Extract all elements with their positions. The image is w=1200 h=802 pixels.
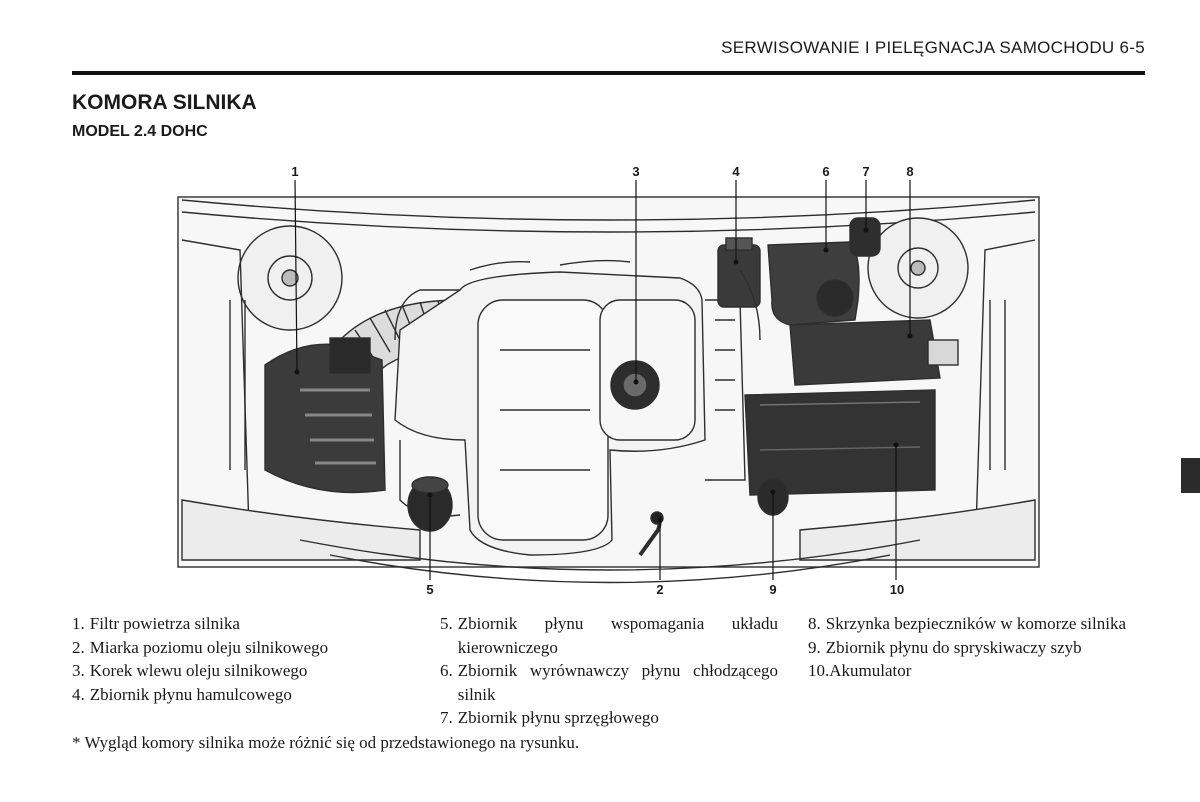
legend-item: 6.Zbiornik wyrównawczy płynu chłodzącego… [440,659,778,706]
legend-number: 2. [72,637,85,657]
legend-text: Zbiornik płynu do spryskiwaczy szyb [825,637,1082,657]
callout-3: 3 [632,164,640,179]
power-steering-reservoir [407,478,453,532]
fuse-box [789,319,941,386]
callout-8: 8 [906,164,914,179]
legend-text: Filtr powietrza silnika [89,614,240,633]
illustration-frame [177,196,1040,568]
air-filter-box [264,343,386,494]
callout-7: 7 [862,164,870,179]
coolant-reservoir [767,241,860,326]
legend-text: Korek wlewu oleju silnikowego [89,661,308,680]
footnote: * Wygląd komory silnika może różnić się … [72,733,580,752]
washer-fluid-reservoir [757,478,789,516]
legend-number: 4. [72,684,85,704]
callout-6: 6 [822,164,830,179]
legend-text: Zbiornik płynu hamulcowego [89,684,292,704]
legend-item: 8.Skrzynka bezpieczników w komorze silni… [808,612,1146,636]
legend-number: 10. [808,661,830,680]
legend-number: 3. [72,661,85,680]
left-strut-tower [237,225,343,331]
callout-2: 2 [656,582,664,597]
legend-column-2: 5.Zbiornik płynu wspomagania układu kier… [440,612,778,730]
legend-item: 4.Zbiornik płynu hamulcowego [72,683,402,707]
legend-item: 10.Akumulator [808,659,1146,683]
oil-dipstick [638,513,662,557]
legend-number: 6. [440,661,453,680]
legend-number: 8. [808,614,821,633]
legend-number: 1. [72,614,85,633]
legend-number: 5. [440,614,453,633]
legend-column-3: 8.Skrzynka bezpieczników w komorze silni… [808,612,1146,683]
legend-item: 1.Filtr powietrza silnika [72,612,402,636]
callout-10: 10 [889,582,905,597]
callout-9: 9 [769,582,777,597]
running-head: SERWISOWANIE I PIELĘGNACJA SAMOCHODU 6-5 [721,38,1145,57]
clutch-fluid-reservoir [849,217,881,257]
legend-text: Miarka poziomu oleju silnikowego [89,637,329,657]
brake-fluid-reservoir [717,244,761,308]
legend-text: Zbiornik płynu wspomagania układu kierow… [457,614,778,657]
legend-text: Zbiornik wyrównawczy płynu chłodzącego s… [457,661,778,704]
legend-number: 9. [808,637,821,657]
section-subtitle: MODEL 2.4 DOHC [72,123,208,140]
legend-item: 7.Zbiornik płynu sprzęgłowego [440,706,778,730]
header-rule [72,71,1145,75]
chapter-thumb-tab [1181,458,1200,493]
callout-5: 5 [426,582,434,597]
engine-cover [394,271,706,556]
battery [744,389,936,496]
section-title: KOMORA SILNIKA [72,91,257,114]
callout-4: 4 [732,164,740,179]
legend-item: 2.Miarka poziomu oleju silnikowego [72,636,402,660]
legend-text: Skrzynka bezpieczników w komorze silnika [825,614,1126,633]
legend-item: 5.Zbiornik płynu wspomagania układu kier… [440,612,778,659]
legend-column-1: 1.Filtr powietrza silnika 2.Miarka pozio… [72,612,402,706]
legend-text: Zbiornik płynu sprzęgłowego [457,708,659,727]
legend-item: 9.Zbiornik płynu do spryskiwaczy szyb [808,636,1146,660]
right-strut-tower [867,217,969,319]
legend-item: 3.Korek wlewu oleju silnikowego [72,659,402,683]
intake-pipe [338,299,471,371]
legend-number: 7. [440,708,453,727]
callout-1: 1 [291,164,299,179]
oil-filler-cap [610,360,660,410]
legend-text: Akumulator [829,661,912,680]
